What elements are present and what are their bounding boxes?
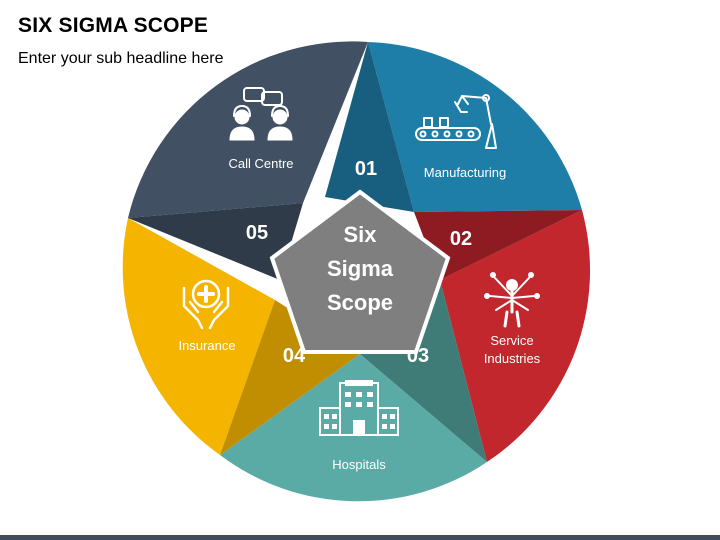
segment-04-number: 04 [283,345,306,367]
center-pentagon-shape [269,189,451,354]
segment-01-triangle [325,42,414,212]
segment-05-label: Call Centre [228,156,293,171]
hospital-building-icon [319,380,399,436]
segment-manufacturing[interactable]: 01 Manufacturing [325,42,582,212]
center-text-line1: Six [343,222,377,247]
segment-02-triangle [414,210,582,280]
page-subtitle: Enter your sub headline here [18,50,224,67]
segment-02-label-line2: Industries [484,351,541,366]
segment-call-centre[interactable]: 05 Call Centre [128,41,368,280]
segment-02-number: 02 [450,228,472,250]
center-text-line2: Sigma [327,256,394,281]
segment-05-triangle [128,203,303,280]
segment-01-wedge [368,42,582,212]
call-centre-agents-icon [229,87,293,141]
segment-03-label: Hospitals [332,457,386,472]
segment-02-wedge [440,210,591,462]
page-title: SIX SIGMA SCOPE [18,14,209,37]
segment-01-label: Manufacturing [424,165,506,180]
segment-04-label: Insurance [178,338,235,353]
segment-04-wedge [122,218,275,455]
segment-05-number: 05 [246,222,268,244]
hands-medical-cross-icon [182,279,230,330]
multitasking-person-icon [484,272,540,328]
segment-service-industries[interactable]: 02 Service Industries [414,210,591,462]
segment-01-number: 01 [355,158,377,180]
center-pentagon: Six Sigma Scope [269,189,451,354]
footer-bar [0,535,720,540]
center-text-line3: Scope [327,290,393,315]
segment-02-label-line1: Service [490,333,533,348]
robotic-arm-conveyor-icon [415,94,497,149]
